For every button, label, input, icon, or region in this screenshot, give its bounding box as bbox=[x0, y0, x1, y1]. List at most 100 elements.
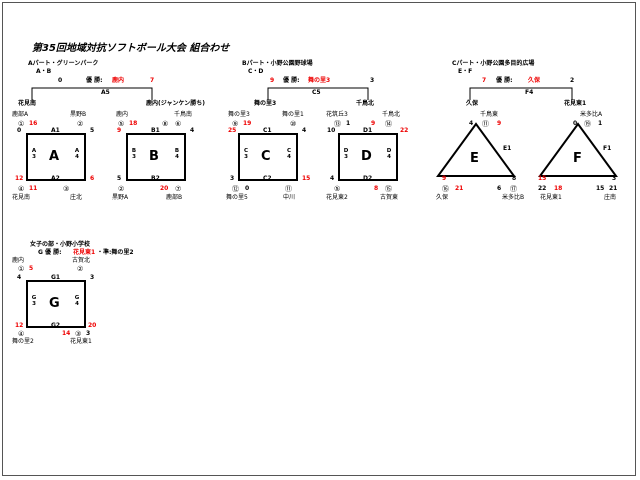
E-letter: E bbox=[470, 151, 479, 166]
F-top-r: 1 bbox=[598, 120, 603, 127]
G-bl-team: 舞の里2 bbox=[12, 338, 34, 345]
final-ef-prefix: 優 勝: bbox=[496, 77, 513, 84]
F-top-l: 0 bbox=[573, 120, 578, 127]
A-bl-score: 11 bbox=[29, 185, 38, 192]
final-ab-winner: 鹿内 bbox=[112, 77, 125, 84]
final-ef-left: 7 bbox=[482, 77, 487, 84]
D-tr-score: 9 bbox=[371, 120, 376, 127]
C-tl-num: ⑨ bbox=[232, 120, 239, 128]
finalist-ef-left: 久保 bbox=[466, 100, 479, 107]
A-m1-l: 0 bbox=[17, 127, 22, 134]
F-letter: F bbox=[573, 151, 582, 166]
final-ab-left: 0 bbox=[58, 77, 63, 84]
G-letter: G bbox=[49, 296, 60, 311]
C-bl-score: 0 bbox=[245, 185, 250, 192]
D-tr-team: 千鳥北 bbox=[382, 111, 401, 118]
g-winner-prefix: G 優 勝: bbox=[38, 249, 62, 256]
B-bl-num: ② bbox=[118, 185, 125, 193]
C-m2: C2 bbox=[263, 175, 272, 182]
finalist-cd-right: 千鳥北 bbox=[356, 100, 375, 107]
G-m1: G1 bbox=[51, 274, 61, 281]
B-m1-r: 4 bbox=[190, 127, 195, 134]
B-tr-num: ⑧ bbox=[162, 120, 169, 128]
D-m1-r: 22 bbox=[400, 127, 409, 134]
D-br-team: 古賀東 bbox=[380, 194, 399, 201]
final-cd-winner: 舞の里3 bbox=[308, 77, 331, 84]
G-bl-num: ④ bbox=[18, 330, 25, 338]
B-m1-l: 9 bbox=[117, 127, 122, 134]
final-cd-prefix: 優 勝: bbox=[283, 77, 300, 84]
E-side: E1 bbox=[503, 145, 512, 152]
C-tl-score: 19 bbox=[243, 120, 252, 127]
D-m2-l: 4 bbox=[330, 175, 335, 182]
D-tl-score: 1 bbox=[346, 120, 351, 127]
final-ef-winner: 久保 bbox=[528, 77, 541, 84]
F-br-num: 21 bbox=[609, 185, 618, 192]
venue-ab: Aパート・グリーンパーク bbox=[28, 60, 99, 67]
C-bl-num: ⑫ bbox=[232, 185, 239, 193]
C-tr-team: 舞の里1 bbox=[282, 111, 304, 118]
D-tl-team: 花筑丘3 bbox=[326, 111, 348, 118]
group-G-box bbox=[26, 280, 86, 328]
venue-cd: Bパート・小野公園野球場 bbox=[242, 60, 313, 67]
E-bl-team: 久保 bbox=[436, 194, 449, 201]
final-cd-left: 9 bbox=[270, 77, 275, 84]
D-br-num: ⑮ bbox=[385, 185, 392, 193]
final-ab-code: A5 bbox=[101, 89, 110, 96]
D-m1-l: 10 bbox=[327, 127, 336, 134]
D-bl-num: ⑤ bbox=[334, 185, 341, 193]
E-top-l: 4 bbox=[469, 120, 474, 127]
F-top-num: ⑲ bbox=[584, 120, 591, 128]
C-m1-l: 25 bbox=[228, 127, 237, 134]
group-B-box bbox=[126, 133, 186, 181]
F-bl-l: 15 bbox=[538, 175, 547, 182]
B-letter: B bbox=[149, 149, 159, 164]
B-m1: B1 bbox=[151, 127, 160, 134]
G-tl-team: 鹿内 bbox=[12, 257, 25, 264]
F-bl-team: 花見東1 bbox=[540, 194, 562, 201]
A-m2: A2 bbox=[51, 175, 60, 182]
G-tl-score: 5 bbox=[29, 265, 34, 272]
E-top-r: 9 bbox=[497, 120, 502, 127]
G-tl-num: ① bbox=[18, 265, 25, 273]
C-br-team: 中川 bbox=[283, 194, 296, 201]
D-tl-num: ⑬ bbox=[334, 120, 341, 128]
C-tl-team: 舞の里3 bbox=[228, 111, 250, 118]
venue-ef: Cパート・小野公園多目的広場 bbox=[452, 60, 535, 67]
C-right-side: C 4 bbox=[286, 148, 292, 160]
sub-ef: E・F bbox=[458, 68, 473, 75]
B-br-score: 20 bbox=[160, 185, 169, 192]
C-m1: C1 bbox=[263, 127, 272, 134]
F-br-l: 15 bbox=[596, 185, 605, 192]
G-br-num: ③ bbox=[75, 330, 82, 338]
B-tl-team: 鹿内 bbox=[116, 111, 129, 118]
B-right-side: B 4 bbox=[174, 148, 180, 160]
B-left-side: B 3 bbox=[131, 148, 137, 160]
E-br-r: 8 bbox=[512, 175, 517, 182]
page-title: 第35回地域対抗ソフトボール大会 組合わせ bbox=[32, 43, 230, 54]
B-tl-score: 18 bbox=[129, 120, 138, 127]
E-br-team: 米多比B bbox=[502, 194, 525, 201]
finalist-ef-right: 花見東1 bbox=[564, 100, 587, 107]
A-tl-team: 鹿部A bbox=[12, 111, 29, 118]
sub-cd: C・D bbox=[248, 68, 264, 75]
finalist-ab-left: 花見南 bbox=[18, 100, 37, 107]
B-bl-team: 黒野A bbox=[112, 194, 129, 201]
g-winner: 花見東1 bbox=[73, 249, 96, 256]
B-br-num: ⑦ bbox=[175, 185, 182, 193]
A-tr-num: ② bbox=[77, 120, 84, 128]
g-runner-up: ・準:舞の里2 bbox=[97, 249, 134, 256]
page-frame bbox=[2, 2, 636, 476]
final-ef-code: F4 bbox=[525, 89, 534, 96]
C-left-side: C 3 bbox=[243, 148, 249, 160]
final-ef-right: 2 bbox=[570, 77, 575, 84]
C-m2-l: 3 bbox=[230, 175, 235, 182]
A-tl-score: 16 bbox=[29, 120, 38, 127]
C-bl-team: 舞の里5 bbox=[226, 194, 248, 201]
A-letter: A bbox=[49, 149, 60, 164]
B-m2: B2 bbox=[151, 175, 160, 182]
A-tl-num: ① bbox=[18, 120, 25, 128]
F-side: F1 bbox=[603, 145, 612, 152]
